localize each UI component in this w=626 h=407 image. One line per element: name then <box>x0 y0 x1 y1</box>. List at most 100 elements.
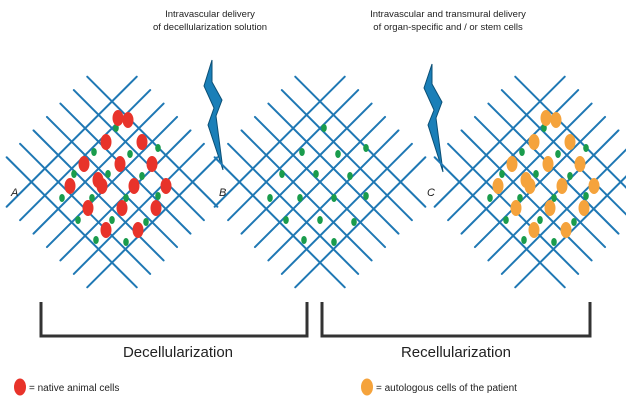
decell-caption-line2: of decellularization solution <box>153 22 267 33</box>
autologous-cell <box>528 134 540 150</box>
small-green-cell <box>299 148 305 156</box>
autologous-cells-legend-text: = autologous cells of the patient <box>376 383 517 394</box>
panel-label-a: A <box>10 187 18 199</box>
scaffold-fiber <box>72 89 205 222</box>
native-cells-legend-text: = native animal cells <box>29 383 119 394</box>
small-green-cell <box>487 194 493 202</box>
native-animal-cell <box>100 134 112 150</box>
small-green-cell <box>521 236 527 244</box>
autologous-cell <box>564 134 576 150</box>
small-green-cell <box>551 238 557 246</box>
small-green-cell <box>93 236 99 244</box>
autologous-cell <box>492 178 504 194</box>
small-green-cell <box>279 170 285 178</box>
native-animal-cell <box>116 200 128 216</box>
small-green-cell <box>91 148 97 156</box>
small-green-cell <box>541 124 547 132</box>
decellularization-bracket <box>39 302 309 338</box>
autologous-cell <box>556 178 568 194</box>
small-green-cell <box>127 150 133 158</box>
scaffold-fiber <box>487 102 620 235</box>
small-green-cell <box>583 144 589 152</box>
small-green-cell <box>105 170 111 178</box>
native-animal-cell <box>112 110 124 126</box>
small-green-cell <box>321 124 327 132</box>
small-green-cell <box>335 150 341 158</box>
native-animal-cell <box>64 178 76 194</box>
lightning-bolt-recellularization-icon <box>423 63 444 173</box>
autologous-cell <box>520 172 532 188</box>
scaffold-fiber <box>294 156 427 289</box>
scaffold-fiber <box>514 175 626 289</box>
native-animal-cell <box>128 178 140 194</box>
native-animal-cell <box>150 200 162 216</box>
scaffold-fiber <box>280 89 413 222</box>
small-green-cell <box>519 148 525 156</box>
scaffold-panel-b <box>213 75 427 289</box>
small-green-cell <box>347 172 353 180</box>
small-green-cell <box>331 194 337 202</box>
scaffold-panel-a <box>5 75 219 289</box>
autologous-cell <box>506 156 518 172</box>
small-green-cell <box>297 194 303 202</box>
recell-caption-line2: of organ-specific and / or stem cells <box>373 22 523 33</box>
panel-label-b: B <box>219 187 226 199</box>
autologous-cell <box>528 222 540 238</box>
autologous-cell <box>542 156 554 172</box>
small-green-cell <box>59 194 65 202</box>
scaffold-fiber <box>500 148 626 275</box>
scaffold-fiber <box>253 115 387 249</box>
decellularization-label: Decellularization <box>123 344 233 361</box>
small-green-cell <box>123 194 129 202</box>
small-green-cell <box>363 192 369 200</box>
small-green-cell <box>551 194 557 202</box>
small-green-cell <box>571 218 577 226</box>
scaffold-fiber <box>72 142 205 275</box>
panel-label-c: C <box>427 187 435 199</box>
native-animal-cell <box>78 156 90 172</box>
small-green-cell <box>143 218 149 226</box>
recellularization-bracket <box>320 302 592 338</box>
small-green-cell <box>139 172 145 180</box>
small-green-cell <box>313 170 319 178</box>
small-green-cell <box>113 124 119 132</box>
cells-panel-b <box>267 124 369 246</box>
small-green-cell <box>301 236 307 244</box>
small-green-cell <box>267 194 273 202</box>
native-animal-cell <box>160 178 172 194</box>
native-animal-cell <box>122 112 134 128</box>
native-animal-cell <box>146 156 158 172</box>
small-green-cell <box>331 238 337 246</box>
small-green-cell <box>533 170 539 178</box>
native-animal-cell <box>136 134 148 150</box>
recell-caption-line1: Intravascular and transmural delivery <box>370 9 526 20</box>
small-green-cell <box>363 144 369 152</box>
scaffold-fiber <box>473 115 607 249</box>
small-green-cell <box>155 144 161 152</box>
scaffold-fiber <box>86 156 219 289</box>
scaffold-fiber <box>86 75 219 208</box>
small-green-cell <box>71 170 77 178</box>
scaffold-fiber <box>45 115 179 249</box>
small-green-cell <box>537 216 543 224</box>
scaffold-fiber <box>294 75 427 208</box>
native-animal-cell <box>114 156 126 172</box>
autologous-cell <box>578 200 590 216</box>
small-green-cell <box>89 194 95 202</box>
cells-panel-a <box>59 110 172 246</box>
scaffold-fiber <box>280 142 413 275</box>
scaffold-fiber <box>500 89 626 216</box>
small-green-cell <box>583 192 589 200</box>
small-green-cell <box>317 216 323 224</box>
native-animal-cell <box>100 222 112 238</box>
small-green-cell <box>75 216 81 224</box>
decell-caption-line1: Intravascular delivery <box>165 9 255 20</box>
autologous-cell <box>550 112 562 128</box>
scaffold-fiber <box>514 75 626 189</box>
scaffold-fiber <box>267 102 400 235</box>
native-animal-cell <box>82 200 94 216</box>
small-green-cell <box>517 194 523 202</box>
small-green-cell <box>283 216 289 224</box>
small-green-cell <box>155 192 161 200</box>
